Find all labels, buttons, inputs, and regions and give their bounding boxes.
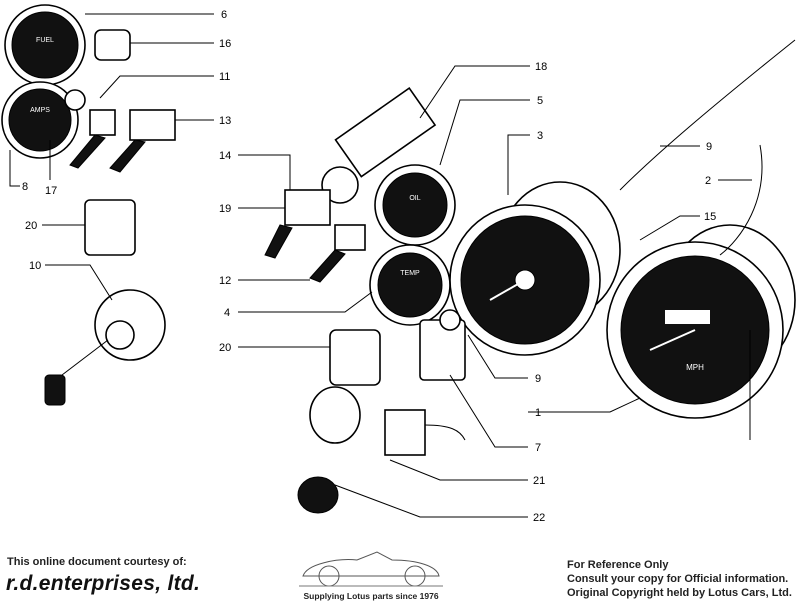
notice-line-3: Original Copyright held by Lotus Cars, L…: [567, 587, 792, 599]
callout-9a: 9: [706, 141, 712, 153]
callout-2: 2: [705, 175, 711, 187]
callout-12: 12: [219, 275, 231, 287]
speedometer-part: MPH: [606, 224, 796, 419]
brand-logo-text: r.d.enterprises, ltd.: [6, 572, 201, 595]
exploded-instrument-diagram: FUEL AMPS OIL TEMP: [1, 4, 796, 524]
toggle-switch-13-part: [129, 109, 176, 141]
callout-1: 1: [535, 407, 541, 419]
oil-face-label: OIL: [409, 195, 420, 202]
callout-5: 5: [537, 95, 543, 107]
panel-lamp-part: [94, 29, 131, 61]
switch-12-part: [334, 224, 366, 251]
callout-13: 13: [219, 115, 231, 127]
callout-9b: 9: [535, 373, 541, 385]
callout-20b: 20: [219, 342, 231, 354]
mph-face-label: MPH: [686, 363, 704, 372]
callout-15: 15: [704, 211, 716, 223]
warning-lamp-part: [309, 386, 361, 444]
race-car-sketch-icon: [299, 551, 443, 587]
callout-11: 11: [219, 71, 230, 83]
callout-6: 6: [221, 9, 227, 21]
fuel-face-label: FUEL: [36, 37, 54, 44]
callout-19: 19: [219, 203, 231, 215]
switch-14-part: [284, 189, 331, 226]
notice-line-1: For Reference Only: [567, 559, 669, 571]
amps-face-label: AMPS: [30, 107, 50, 114]
tagline-text: Supplying Lotus parts since 1976: [303, 591, 439, 601]
callout-20a: 20: [25, 220, 37, 232]
tach-drive-cable: [619, 39, 796, 191]
callout-16: 16: [219, 38, 231, 50]
switch-bracket-20b-part: [329, 329, 381, 386]
switch-knob-part: [64, 89, 86, 111]
ammeter-part: AMPS: [1, 81, 79, 159]
callout-4: 4: [224, 307, 230, 319]
tachometer-part: [449, 181, 621, 356]
oil-gauge-part: OIL: [374, 164, 456, 246]
callout-3: 3: [537, 130, 543, 142]
leader-lines: [9, 13, 752, 518]
callout-22: 22: [533, 512, 545, 524]
courtesy-block: This online document courtesy of: r.d.en…: [6, 556, 200, 596]
lens-22-part: [297, 476, 339, 514]
callout-8: 8: [22, 181, 28, 193]
courtesy-text: This online document courtesy of:: [7, 556, 187, 568]
switch-bracket-20-part: [84, 199, 136, 256]
callout-14: 14: [219, 150, 231, 162]
temp-gauge-part: TEMP: [369, 244, 451, 326]
fuel-gauge-part: FUEL: [4, 4, 86, 86]
voltage-stabilizer-part: [419, 319, 466, 381]
temp-face-label: TEMP: [400, 270, 420, 277]
callout-7: 7: [535, 442, 541, 454]
lamp-holder-21-part: [384, 409, 426, 456]
callout-10: 10: [29, 260, 41, 272]
cable-connector-part: [321, 87, 437, 204]
notice-line-2: Consult your copy for Official informati…: [567, 573, 789, 585]
callout-17: 17: [45, 185, 57, 197]
toggle-switch-11-part: [89, 109, 116, 136]
speedo-cable: [719, 144, 763, 256]
reference-notice: For Reference Only Consult your copy for…: [567, 558, 792, 600]
lotus-car-logo: Supplying Lotus parts since 1976: [297, 546, 445, 601]
callout-21: 21: [533, 475, 545, 487]
ignition-switch-part: [44, 289, 166, 406]
callout-18: 18: [535, 61, 547, 73]
